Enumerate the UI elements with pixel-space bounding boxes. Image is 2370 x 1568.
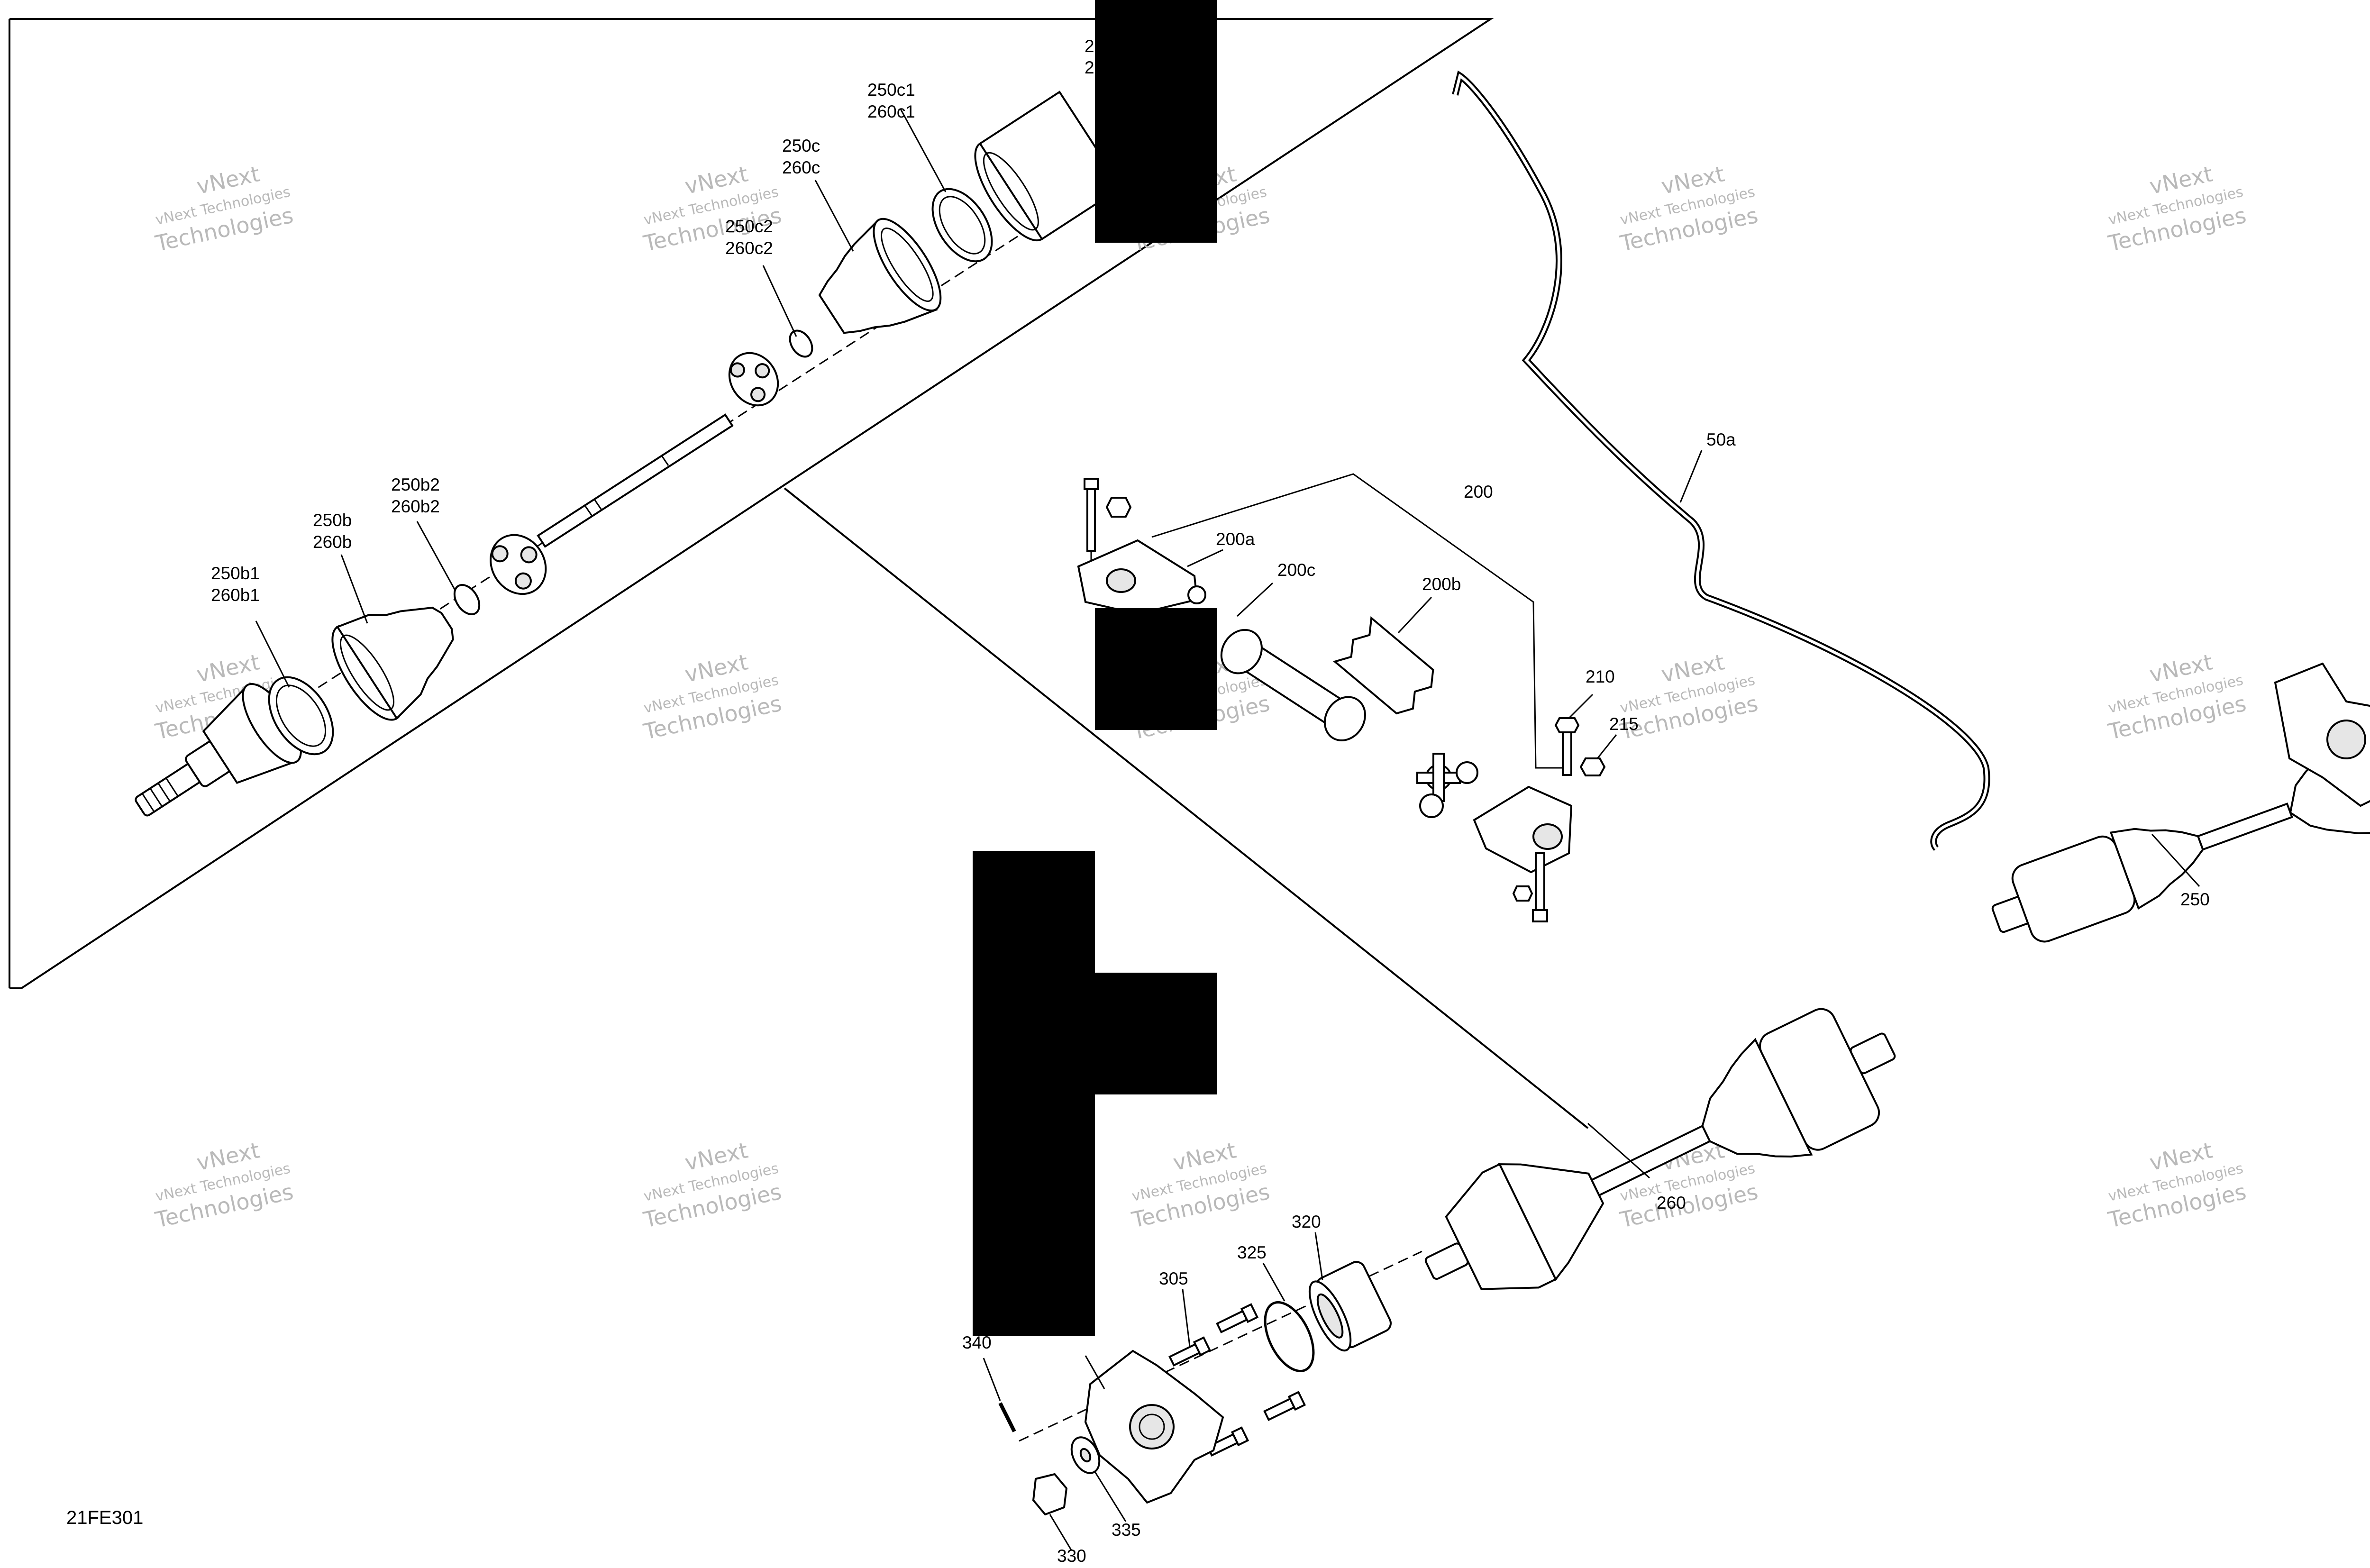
nut-215 [1579,757,1606,776]
callout-340: 340 [962,1333,992,1352]
clamp-250b1 [268,676,334,756]
callout-250c2: 250c2 [725,217,773,236]
redaction-blocks [973,0,1217,1336]
clamp-250c1 [931,188,993,263]
upper-left-section-outline [9,18,1494,989]
callout-330: 330 [1057,1546,1086,1566]
shaft-right [2197,802,2293,851]
callout-215: 215 [1609,714,1639,734]
nut-top [1105,497,1132,518]
redaction-block-lower-side [1095,973,1217,1094]
callout-260c2: 260c2 [725,238,773,258]
callout-260b2: 260b2 [391,497,440,516]
splined-stub [135,683,302,817]
callout-260b1: 260b1 [211,585,260,605]
hub-flange-right [2274,662,2370,807]
callout-305: 305 [1159,1269,1188,1288]
u-joint-cross [1416,753,1478,818]
drawing-code: 21FE301 [66,1507,143,1528]
yoke-lower [1473,785,1573,874]
cotter-pin-340 [998,1402,1016,1432]
stub-260-inner [1850,1032,1896,1075]
callout-325: 325 [1237,1243,1267,1262]
tube-200c [1220,629,1366,742]
axle-shaft [537,413,734,548]
tripod-joint-inner [728,352,779,407]
callout-250c: 250c [782,136,820,155]
callout-250c1: 250c1 [867,80,915,100]
propeller-shaft-assembly [1077,473,1606,922]
section-boundaries [9,18,1589,1129]
boot-260-inner [1701,1038,1813,1158]
front-driveshaft-assembly [135,91,1123,817]
wheel-studs-305 [1168,1303,1306,1457]
boot-200b [1332,616,1434,715]
leader-lines [255,109,2200,1550]
circlip-325 [1264,1301,1315,1372]
boot-250b [331,606,454,721]
callout-200: 200 [1464,482,1493,501]
yoke-200a [1077,539,1198,615]
callout-200b: 200b [1422,574,1461,594]
callout-260: 260 [1657,1193,1686,1212]
callout-partial-upper: 2 [1085,36,1094,56]
castle-nut-330 [1032,1473,1068,1516]
driveshaft-260-assembly [998,1008,1896,1516]
callout-260c1: 260c1 [867,102,915,121]
boot-260-outer [1498,1163,1604,1281]
callout-210: 210 [1586,667,1615,686]
callout-260b: 260b [313,532,352,552]
driveshaft-250-assembled [1991,662,2370,943]
bolt-210 [1554,717,1580,776]
redaction-block-lower-tall [973,851,1095,1336]
bearing-320 [1308,1261,1392,1352]
callout-260c: 260c [782,158,820,177]
redaction-block-top [1095,0,1217,243]
boot-250c [818,218,942,334]
callout-250: 250 [2180,890,2210,909]
callout-200a: 200a [1216,529,1255,549]
callout-50a: 50a [1706,430,1736,449]
redaction-block-middle [1095,608,1217,730]
callout-335: 335 [1112,1520,1141,1540]
clamp-250c2 [789,329,813,358]
callout-labels: 50a 200 200a 200c 200b 210 215 250 250b1… [66,36,2210,1566]
callout-200c: 200c [1277,560,1315,580]
clamp-250b2 [453,584,481,615]
callout-250b: 250b [313,511,352,530]
lower-section-divider [784,487,1589,1129]
callout-250b2: 250b2 [391,475,440,494]
callout-320: 320 [1292,1212,1321,1231]
bolt-lower [1512,852,1548,922]
tripod-joint [490,534,547,595]
vent-hose-50a [1452,70,1990,851]
leader-200 [1151,473,1569,769]
callout-partial-lower: 2 [1085,58,1094,77]
callout-250b1: 250b1 [211,564,260,583]
